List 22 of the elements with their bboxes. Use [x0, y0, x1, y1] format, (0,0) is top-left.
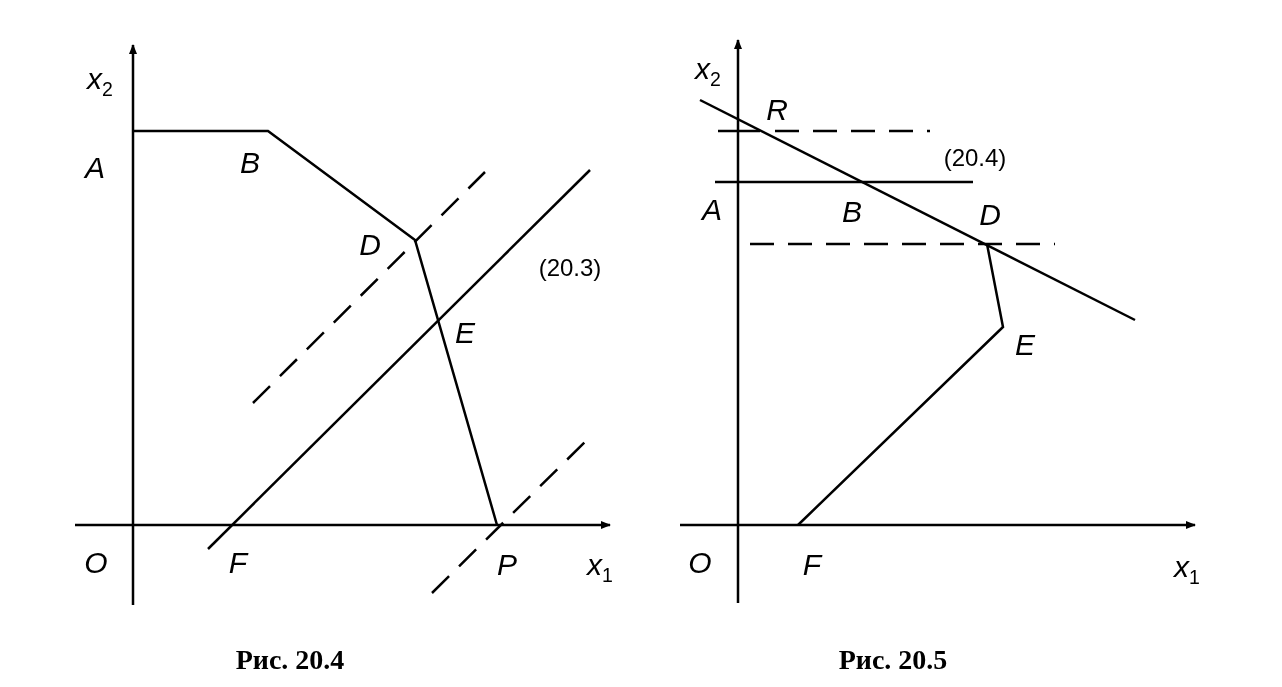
equation-number: (20.3) [538, 256, 602, 280]
axis-label: x$_{1}$ [587, 550, 613, 586]
point-label: B [842, 197, 862, 227]
axis-label: x$_{2}$ [695, 54, 721, 90]
point-label: D [359, 230, 381, 260]
figure-caption: Рис. 20.5 [838, 646, 948, 674]
point-label: A [702, 195, 722, 225]
point-label: O [84, 548, 108, 578]
point-label: B [240, 148, 260, 178]
point-label: E [455, 318, 475, 348]
axis-label: x$_{2}$ [87, 64, 113, 100]
point-label: R [766, 95, 788, 125]
axis-label: x$_{1}$ [1174, 552, 1200, 588]
point-label: P [497, 550, 517, 580]
point-label: O [688, 548, 712, 578]
equation-number: (20.4) [943, 146, 1007, 170]
point-label: D [979, 200, 1001, 230]
point-label: A [85, 153, 105, 183]
point-label: E [1015, 330, 1035, 360]
figure-caption: Рис. 20.4 [235, 646, 345, 674]
point-label: F [802, 550, 822, 580]
point-label: F [228, 548, 248, 578]
